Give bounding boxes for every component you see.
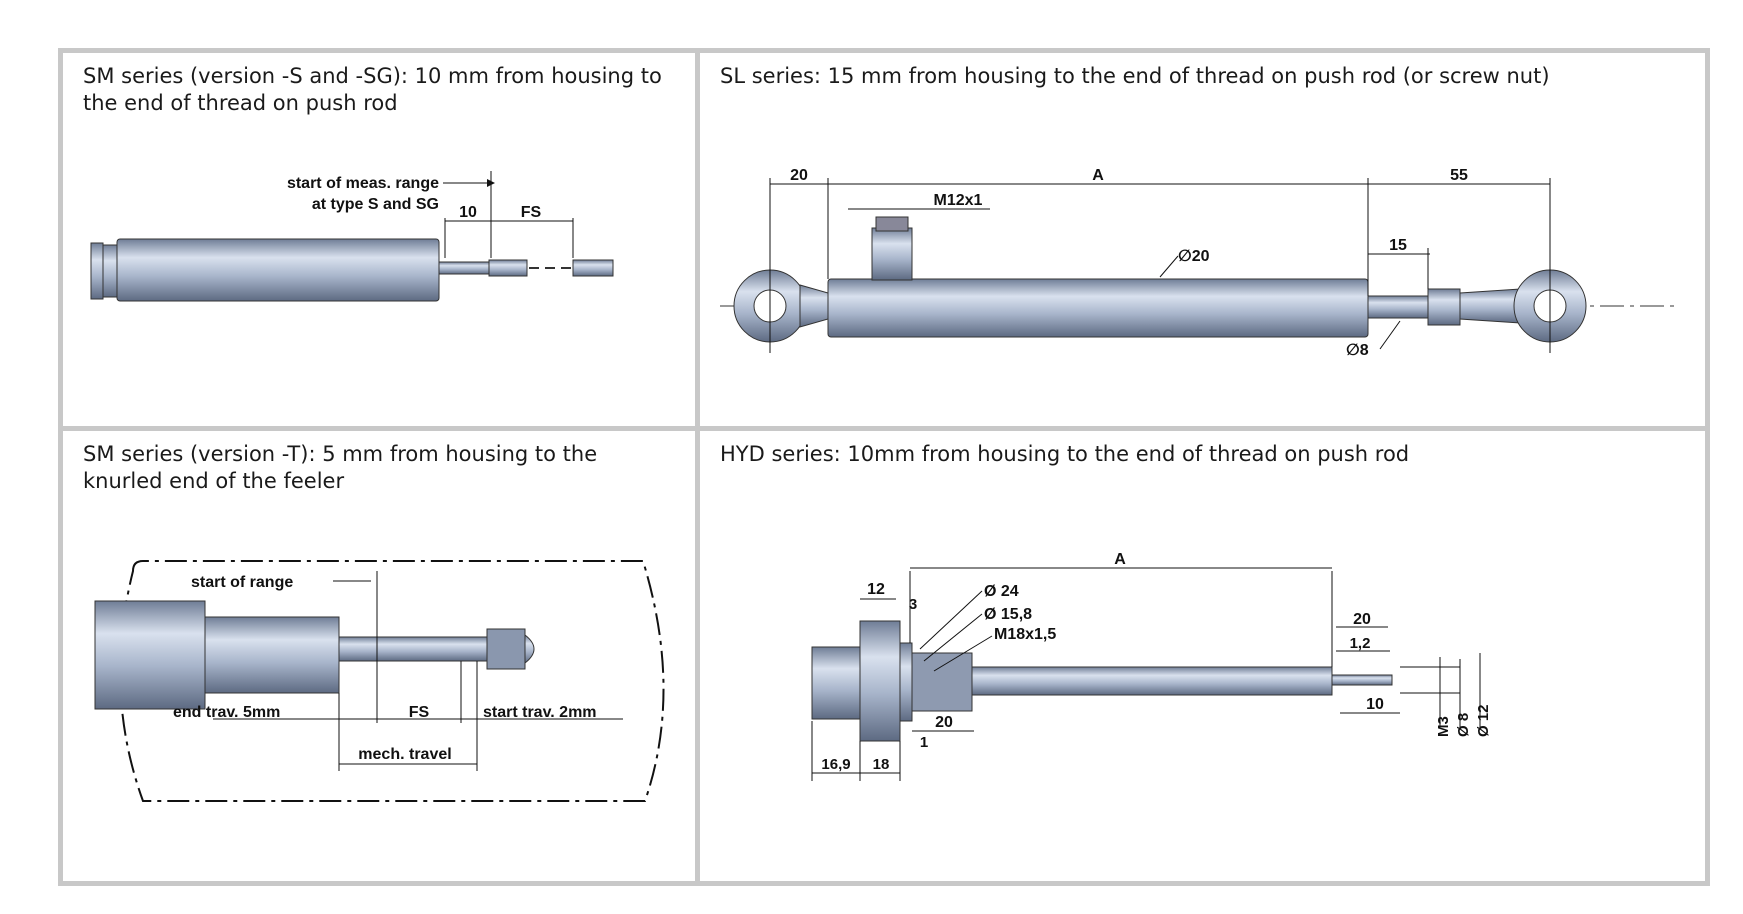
housing-cap [90,242,104,300]
push-rod [438,261,490,275]
sl-connector [871,227,913,281]
dim-diameter-24: Ø 24 [984,583,1019,600]
label-start-of-range: start of range [191,574,293,591]
dim-m18x1-5: M18x1,5 [994,626,1056,643]
dim-16-9: 16,9 [821,756,850,773]
hyd-thread-front [911,652,973,712]
dim-a: A [1092,167,1104,184]
dim-18: 18 [873,756,890,773]
hyd-thread-rear [811,646,861,720]
dim-3: 3 [909,596,917,613]
dim-a: A [1114,551,1126,568]
dim-10: 10 [1366,696,1384,713]
caption-line-1: SM series (version -S and -SG): 10 mm fr… [83,64,662,88]
dim-fs: FS [521,204,542,221]
dim-15: 15 [1389,237,1407,254]
detail-outline [119,560,665,802]
housing-neck [204,616,340,694]
dim-12: 12 [867,581,885,598]
housing-flange [94,600,206,710]
panel-caption: SL series: 15 mm from housing to the end… [720,64,1550,88]
dim-m12x1: M12x1 [934,192,983,209]
rod-thread-end [572,259,614,277]
label-mech-travel: mech. travel [358,746,451,763]
dim-20: 20 [790,167,808,184]
panel-caption: SM series (version -S and -SG): 10 mm fr… [83,63,662,117]
dim-diameter-8: ∅8 [1346,342,1369,359]
panel-sm-s: SM series (version -S and -SG): 10 mm fr… [63,53,695,426]
dim-20-right: 20 [1353,611,1371,628]
label-start-trav: start trav. 2mm [483,704,597,721]
panel-hyd: HYD series: 10mm from housing to the end… [700,431,1705,881]
panel-caption: SM series (version -T): 5 mm from housin… [83,441,597,495]
dim-diameter-8: Ø 8 [1455,713,1472,737]
caption-line-2: knurled end of the feeler [83,469,345,493]
dim-10: 10 [459,204,477,221]
panel-caption: HYD series: 10mm from housing to the end… [720,442,1410,466]
sl-housing [827,278,1369,338]
sm-t-drawing: start of range end trav. 5mm FS start tr… [94,560,665,802]
caption-line-1: SM series (version -T): 5 mm from housin… [83,442,598,466]
dim-diameter-15-8: Ø 15,8 [984,606,1032,623]
rod-thread [488,259,528,277]
dim-diameter-12: Ø 12 [1475,704,1492,737]
sm-s-drawing: start of meas. range at type S and SG 10… [90,171,614,302]
dim-55: 55 [1450,167,1468,184]
label-fs: FS [409,704,430,721]
housing-ring [102,244,118,298]
hyd-rod [971,666,1333,696]
vertical-divider [695,53,700,881]
hyd-drawing: A 12 3 Ø 24 Ø 15,8 M18x1,5 20 1,2 10 M3 … [811,551,1492,781]
label-end-trav: end trav. 5mm [173,704,280,721]
horizontal-divider [63,426,1705,431]
label-start-line1: start of meas. range [287,175,439,192]
hyd-hex [859,620,901,742]
housing-body [116,238,440,302]
dim-1: 1 [920,734,928,751]
dim-diameter-20: ∅20 [1178,248,1210,265]
dim-20-bottom: 20 [935,714,953,731]
sl-rod [1367,295,1429,319]
diagram-grid: SM series (version -S and -SG): 10 mm fr… [58,48,1710,886]
dim-m3: M3 [1435,716,1452,737]
label-start-line2: at type S and SG [312,196,439,213]
caption-line-2: the end of thread on push rod [83,91,398,115]
knurled-tip [486,628,526,670]
dim-1-2: 1,2 [1350,635,1371,652]
panel-sl: SL series: 15 mm from housing to the end… [700,53,1705,426]
sl-drawing: 20 A 55 M12x1 15 ∅20 ∅8 [720,167,1680,359]
feeler-rod [338,636,488,662]
panel-sm-t: SM series (version -T): 5 mm from housin… [63,431,695,881]
